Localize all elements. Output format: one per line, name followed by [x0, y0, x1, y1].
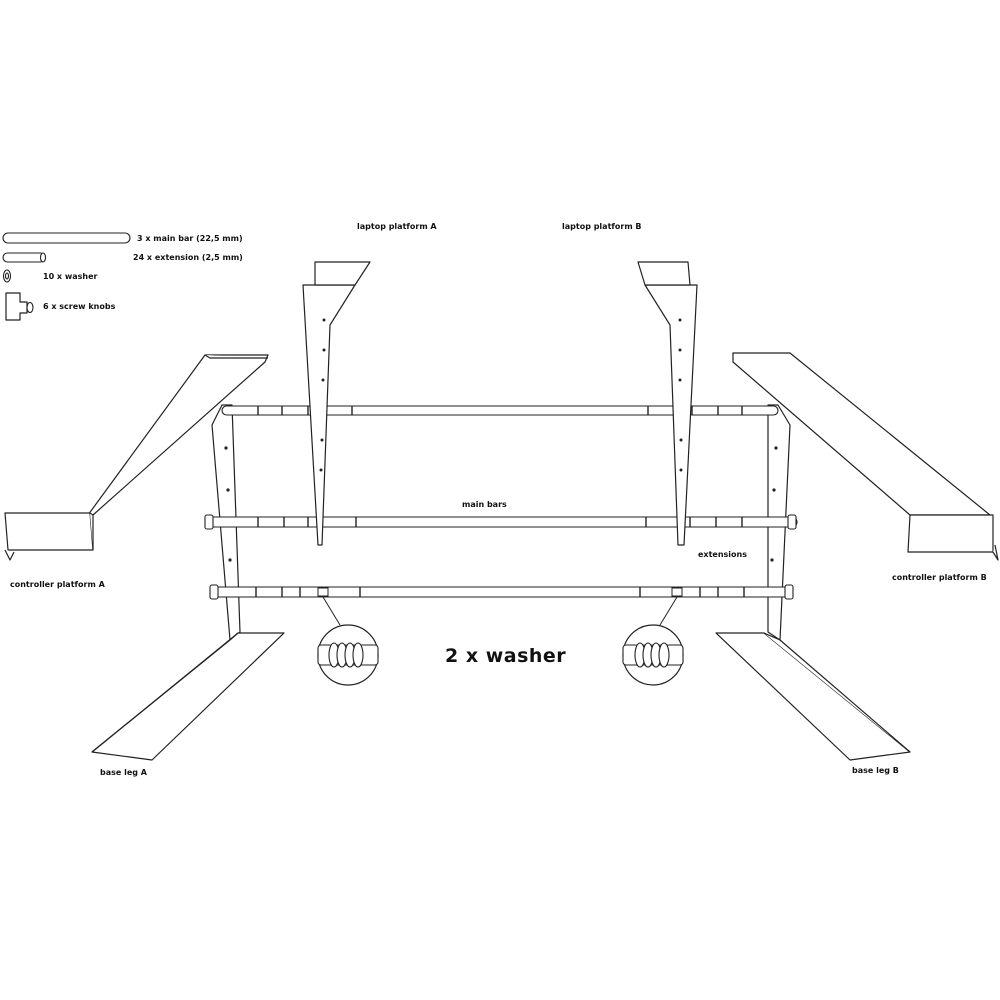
- screw-knobs: [204, 514, 797, 600]
- label-base-leg-a: base leg A: [100, 768, 147, 777]
- legend-washer-label: 10 x washer: [43, 272, 98, 281]
- label-main-bars: main bars: [462, 500, 507, 509]
- legend-main-bar-icon: [2, 232, 131, 244]
- label-laptop-platform-a: laptop platform A: [357, 222, 437, 231]
- washer-detail-right: [622, 596, 684, 686]
- main-bar-middle: [204, 516, 798, 528]
- main-bar-top: [221, 405, 779, 416]
- laptop-platform-b: [637, 261, 698, 546]
- legend-screw-knobs-label: 6 x screw knobs: [43, 302, 116, 311]
- washer-detail-left: [317, 596, 379, 686]
- label-washer-callout: 2 x washer: [445, 645, 567, 667]
- label-controller-platform-b: controller platform B: [892, 573, 987, 582]
- label-base-leg-b: base leg B: [852, 766, 899, 775]
- controller-platform-b: [732, 352, 999, 561]
- legend-washer-icon: [2, 269, 12, 283]
- legend-extension-label: 24 x extension (2,5 mm): [133, 253, 243, 262]
- base-leg-a: [91, 632, 285, 761]
- base-leg-b: [715, 632, 911, 761]
- extension-marks: [255, 406, 745, 597]
- label-controller-platform-a: controller platform A: [10, 580, 105, 589]
- label-laptop-platform-b: laptop platform B: [562, 222, 642, 231]
- legend-screw-knob-icon: [5, 292, 34, 321]
- controller-platform-a: [4, 354, 269, 561]
- label-extensions: extensions: [698, 550, 747, 559]
- main-bar-bottom: [209, 586, 793, 598]
- laptop-platform-a: [302, 261, 371, 546]
- legend-main-bar-label: 3 x main bar (22,5 mm): [137, 234, 243, 243]
- legend-extension-icon: [2, 252, 47, 263]
